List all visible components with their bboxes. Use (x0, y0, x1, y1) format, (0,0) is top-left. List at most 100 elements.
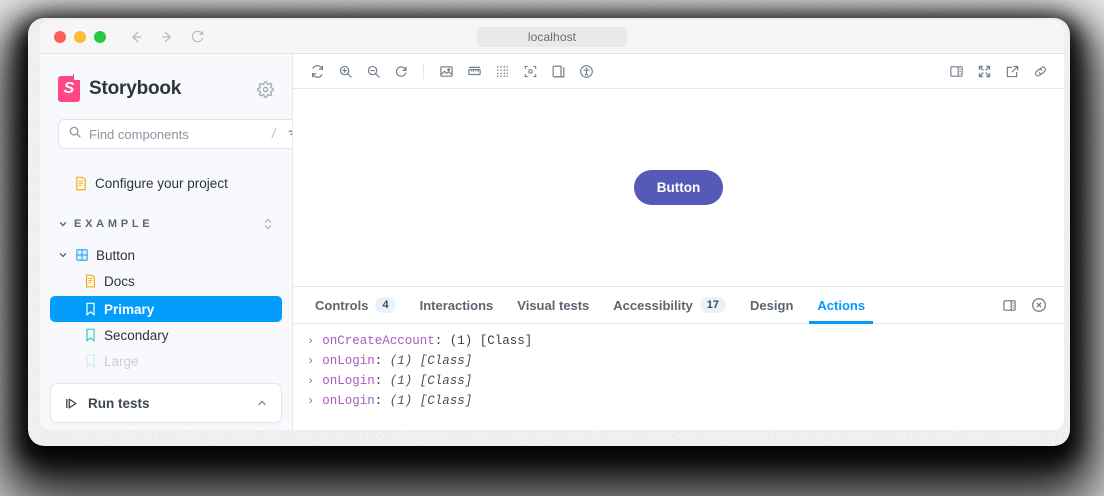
expand-arrow-icon[interactable]: › (307, 354, 315, 368)
document-icon (84, 274, 97, 288)
actions-log: › onCreateAccount: (1) [Class] › onLogin… (293, 324, 1064, 430)
tab-actions[interactable]: Actions (805, 287, 877, 324)
remount-icon[interactable] (303, 58, 331, 84)
configure-label: Configure your project (95, 175, 228, 191)
sidebar: S Storybook (40, 54, 293, 430)
expand-arrow-icon[interactable]: › (307, 334, 315, 348)
tab-accessibility[interactable]: Accessibility 17 (601, 287, 738, 323)
search-icon (68, 125, 82, 144)
back-icon[interactable] (128, 29, 144, 45)
panel-position-icon[interactable] (942, 58, 970, 84)
open-new-tab-icon[interactable] (998, 58, 1026, 84)
search-input[interactable] (89, 126, 265, 142)
tab-label: Interactions (419, 297, 494, 313)
expand-arrow-icon[interactable]: › (307, 394, 315, 408)
tab-badge: 4 (375, 296, 396, 314)
url-bar[interactable]: localhost (477, 26, 627, 47)
tab-controls[interactable]: Controls 4 (303, 287, 408, 323)
action-colon: : (434, 334, 443, 348)
sidebar-item-secondary[interactable]: Secondary (50, 322, 282, 348)
bookmark-icon (84, 302, 97, 316)
tab-label: Accessibility (613, 297, 693, 313)
story-label: Secondary (104, 327, 169, 343)
gear-icon[interactable] (257, 80, 274, 98)
fullscreen-icon[interactable] (970, 58, 998, 84)
addon-tabs: Controls 4 Interactions Visual tests Acc… (293, 287, 1064, 324)
backgrounds-icon[interactable] (432, 58, 460, 84)
story-preview-canvas: Button (293, 89, 1064, 286)
expand-arrow-icon[interactable]: › (307, 374, 315, 388)
tab-design[interactable]: Design (738, 287, 805, 323)
log-entry[interactable]: › onLogin: (1) [Class] (293, 394, 1064, 414)
forward-icon[interactable] (159, 29, 175, 45)
zoom-reset-icon[interactable] (387, 58, 415, 84)
story-label: Docs (104, 273, 135, 289)
action-args: (1) [Class] (389, 394, 473, 408)
search-shortcut-hint: / (272, 127, 276, 141)
tab-visual-tests[interactable]: Visual tests (505, 287, 601, 323)
search-box[interactable]: / (58, 119, 292, 149)
action-colon: : (374, 394, 383, 408)
sidebar-header: S Storybook (40, 54, 292, 102)
browser-window: localhost S Storybook (40, 20, 1064, 430)
component-label: Button (96, 247, 136, 263)
tab-badge: 17 (699, 296, 727, 314)
expand-collapse-icon[interactable] (262, 216, 274, 232)
tab-label: Design (750, 297, 794, 313)
sidebar-item-docs[interactable]: Docs (50, 268, 282, 294)
copy-link-icon[interactable] (1026, 58, 1054, 84)
accessibility-icon[interactable] (572, 58, 600, 84)
addon-panel: Controls 4 Interactions Visual tests Acc… (293, 286, 1064, 430)
filter-icon[interactable] (287, 127, 292, 142)
zoom-out-icon[interactable] (359, 58, 387, 84)
story-demo-button[interactable]: Button (633, 169, 724, 206)
sidebar-item-configure[interactable]: Configure your project (50, 170, 282, 196)
action-name: onLogin (322, 354, 375, 368)
story-label: Primary (104, 301, 155, 317)
storybook-logo-icon: S (58, 74, 80, 102)
bookmark-icon (84, 354, 97, 368)
action-colon: : (374, 354, 383, 368)
log-entry[interactable]: › onLogin: (1) [Class] (293, 354, 1064, 374)
play-from-start-icon (64, 396, 79, 411)
log-entry[interactable]: › onCreateAccount: (1) [Class] (293, 334, 1064, 354)
run-tests-label: Run tests (88, 395, 150, 411)
traffic-lights[interactable] (40, 30, 106, 43)
component-icon (75, 248, 89, 262)
zoom-in-icon[interactable] (331, 58, 359, 84)
chevron-up-icon[interactable] (256, 397, 268, 409)
main-area: Button Controls 4 Interactions Visual te… (293, 54, 1064, 430)
group-label: EXAMPLE (74, 218, 154, 230)
log-entry[interactable]: › onLogin: (1) [Class] (293, 374, 1064, 394)
sidebar-item-hidden[interactable]: Large (50, 348, 282, 374)
viewport-icon[interactable] (544, 58, 572, 84)
minimize-window-button[interactable] (74, 30, 86, 43)
action-colon: : (374, 374, 383, 388)
panel-position-icon[interactable] (995, 287, 1024, 323)
chevron-down-icon (58, 250, 68, 260)
tab-interactions[interactable]: Interactions (408, 287, 506, 323)
document-icon (74, 176, 88, 191)
bookmark-icon (84, 328, 97, 342)
sidebar-item-primary[interactable]: Primary (50, 296, 282, 322)
browser-titlebar: localhost (40, 20, 1064, 54)
sidebar-item-button-component[interactable]: Button (50, 242, 282, 268)
sidebar-search-row: / (40, 102, 292, 150)
grid-icon[interactable] (488, 58, 516, 84)
action-name: onCreateAccount (322, 334, 435, 348)
outline-icon[interactable] (516, 58, 544, 84)
sidebar-group-example[interactable]: EXAMPLE (50, 212, 282, 236)
reload-icon[interactable] (190, 29, 205, 44)
chevron-down-icon (58, 219, 68, 229)
url-text: localhost (527, 29, 577, 44)
run-tests-panel[interactable]: Run tests (50, 383, 282, 423)
sidebar-tree: Configure your project EXAMPLE (40, 150, 292, 374)
maximize-window-button[interactable] (94, 30, 106, 43)
close-circle-icon[interactable] (1024, 287, 1054, 323)
action-name: onLogin (322, 394, 375, 408)
close-window-button[interactable] (54, 30, 66, 43)
tab-label: Actions (817, 297, 866, 313)
action-args: (1) [Class] (389, 374, 473, 388)
measure-icon[interactable] (460, 58, 488, 84)
